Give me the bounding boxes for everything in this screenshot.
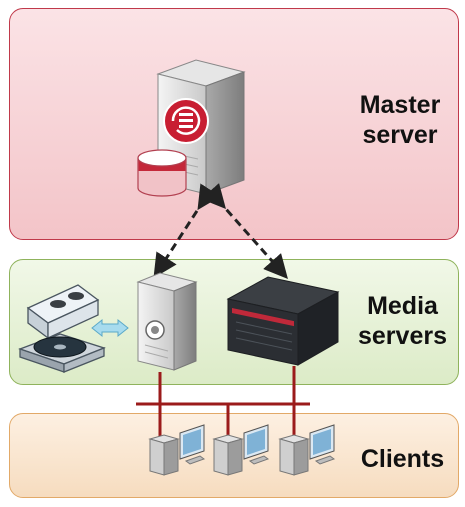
client-workstation-icon [212, 424, 270, 476]
database-icon [137, 149, 187, 197]
master-server-label-line1: Master [359, 91, 441, 119]
rack-server-icon [226, 276, 340, 366]
dashed-arrow-left [153, 183, 221, 279]
master-server-label: Master server [340, 90, 460, 150]
clients-label: Clients [360, 445, 445, 473]
client-workstation-icon [148, 424, 206, 476]
tape-storage-icon [26, 284, 100, 340]
media-server-tower-icon [136, 272, 198, 371]
client-workstation-icon [278, 424, 336, 476]
media-servers-label: Media servers [345, 291, 460, 351]
master-server-label-line2: server [362, 121, 438, 149]
network-lines [136, 366, 310, 448]
dashed-arrow-right [201, 183, 288, 279]
storage-arrow [91, 318, 129, 338]
disk-storage-icon [18, 333, 106, 373]
media-servers-label-line2: servers [358, 322, 447, 350]
media-servers-label-line1: Media [367, 292, 438, 320]
